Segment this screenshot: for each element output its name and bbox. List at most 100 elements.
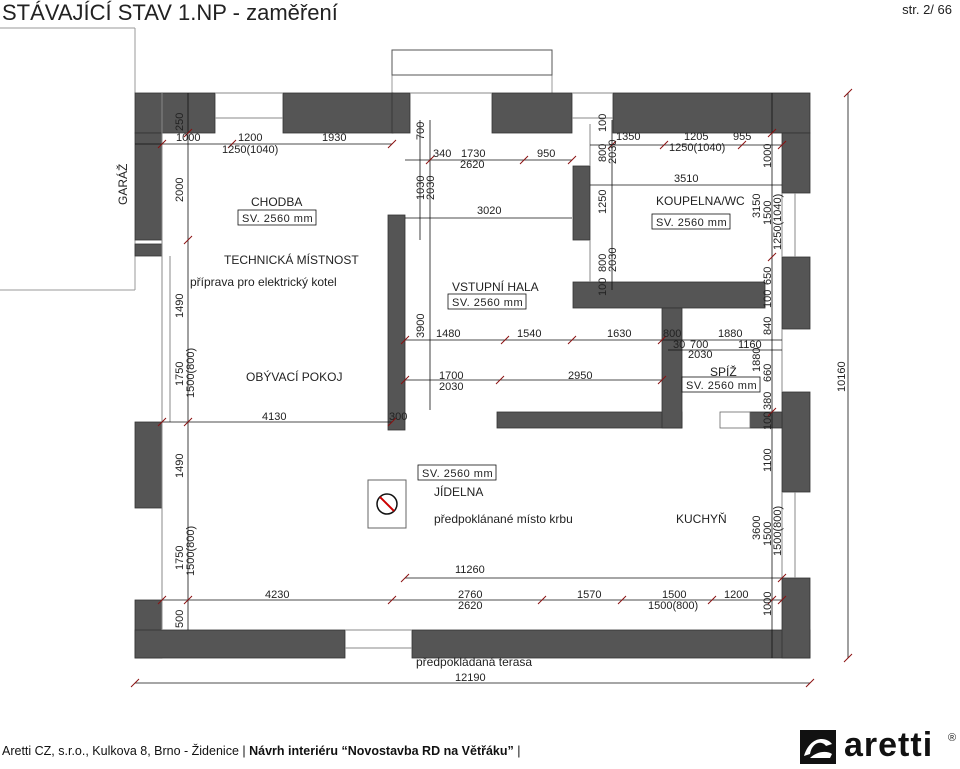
dim-label: 1750 — [174, 546, 186, 570]
dim-label: 2760 — [458, 589, 482, 601]
koupelna-sv: SV. 2560 mm — [656, 217, 727, 229]
vstupni-sv: SV. 2560 mm — [452, 297, 523, 309]
room-koupelna: KOUPELNA/WC — [656, 194, 745, 208]
dim-label: 3900 — [415, 314, 427, 338]
dim-label: 100 — [762, 290, 774, 308]
dim-label: 2030 — [607, 140, 619, 164]
page-title: STÁVAJÍCÍ STAV 1.NP - zaměření — [2, 0, 338, 25]
room-vstupni: VSTUPNÍ HALA — [452, 279, 539, 294]
dim-label: 1500(800) — [185, 526, 197, 576]
footer-company: Aretti CZ, s.r.o., Kulkova 8, Brno - Žid… — [2, 744, 250, 758]
dim-label: 2030 — [688, 349, 712, 361]
dim-label: 1250 — [597, 190, 609, 214]
dim-label: 2000 — [174, 178, 186, 202]
dim-label: 660 — [762, 364, 774, 382]
room-garaz: GARÁŽ — [115, 164, 130, 205]
dim-label: 1630 — [607, 328, 631, 340]
dim-label: 4130 — [262, 411, 286, 423]
dim-label: 1500 — [762, 201, 774, 225]
dim-label: 1500(800) — [648, 600, 698, 612]
dim-label: 100 — [597, 278, 609, 296]
dim-label: 2030 — [607, 248, 619, 272]
dim-label: 3020 — [477, 205, 501, 217]
dim-label: 1490 — [174, 454, 186, 478]
dim-label: 840 — [762, 317, 774, 335]
dim-label: 1350 — [616, 131, 640, 143]
dim-label: 2620 — [460, 159, 484, 171]
footer-end: | — [513, 744, 521, 758]
dim-label: 1000 — [176, 132, 200, 144]
dim-label: 3600 — [751, 516, 763, 540]
footer-project: Návrh interiéru “Novostavba RD na Větřák… — [249, 744, 514, 758]
room-spiz: SPÍŽ — [710, 364, 737, 379]
sv-labels: SV. 2560 mm SV. 2560 mm SV. 2560 mm SV. … — [237, 209, 761, 481]
aretti-logo-icon — [800, 730, 836, 764]
dim-label: 800 — [597, 144, 609, 162]
dim-label: 250 — [174, 113, 186, 131]
dim-label: 700 — [690, 339, 708, 351]
dim-label: 2620 — [458, 600, 482, 612]
fireplace-symbol — [367, 479, 407, 529]
chodba-sv: SV. 2560 mm — [242, 213, 313, 225]
dim-label: 1750 — [174, 362, 186, 386]
dim-label: 1880 — [718, 328, 742, 340]
dim-label: 2030 — [439, 381, 463, 393]
dim-label: 1500(800) — [185, 348, 197, 398]
room-krb: předpoklánané místo krbu — [434, 512, 573, 526]
room-technicka: TECHNICKÁ MÍSTNOST — [224, 252, 359, 267]
dim-label: 1930 — [322, 132, 346, 144]
room-chodba: CHODBA — [251, 195, 302, 209]
dim-label: 700 — [415, 122, 427, 140]
logo-text: aretti — [844, 726, 934, 764]
logo-registered: ® — [948, 732, 957, 744]
page-number: str. 2/ 66 — [902, 2, 952, 17]
dim-label: 11260 — [455, 564, 485, 576]
dim-label: 4230 — [265, 589, 289, 601]
dim-label: 30 — [673, 339, 685, 351]
dim-label: 2950 — [568, 370, 592, 382]
dim-label: 1250(1040) — [772, 194, 784, 250]
dim-label: 300 — [389, 411, 407, 423]
window-lines — [161, 92, 796, 649]
dim-label: 100 — [762, 412, 774, 430]
dim-label: 1000 — [762, 592, 774, 616]
chimney — [391, 49, 553, 76]
dim-label: 1570 — [577, 589, 601, 601]
dimension-ticks — [130, 88, 853, 688]
dim-label: 12190 — [455, 672, 486, 684]
dim-label: 1200 — [238, 132, 262, 144]
walls — [134, 92, 811, 659]
dim-label: 2030 — [425, 176, 437, 200]
dim-label: 1490 — [174, 294, 186, 318]
dim-label: 10160 — [836, 361, 848, 392]
room-kuchyn: KUCHYŇ — [676, 511, 727, 526]
dim-label: 1160 — [738, 339, 762, 351]
dim-label: 955 — [733, 131, 751, 143]
dim-label: 1250(1040) — [222, 144, 278, 156]
dim-label: 1540 — [517, 328, 541, 340]
dim-label: 1880 — [751, 348, 763, 372]
dim-label: 340 — [433, 148, 451, 160]
dim-label: 3150 — [751, 194, 763, 218]
dim-label: 380 — [762, 392, 774, 410]
dim-label: 1500 — [762, 522, 774, 546]
dim-label: 1205 — [684, 131, 708, 143]
dim-label: 1500 — [662, 589, 686, 601]
dim-label: 1100 — [762, 448, 774, 472]
dim-label: 1250(1040) — [669, 142, 725, 154]
room-technicka-note: příprava pro elektrický kotel — [190, 275, 337, 289]
dim-label: 1730 — [461, 148, 485, 160]
spiz-sv: SV. 2560 mm — [686, 380, 757, 392]
footer: Aretti CZ, s.r.o., Kulkova 8, Brno - Žid… — [2, 744, 521, 758]
dim-label: 1000 — [762, 144, 774, 168]
dim-label: 100 — [597, 114, 609, 132]
dim-label: 800 — [597, 254, 609, 272]
dim-label: 650 — [762, 267, 774, 285]
room-obyvaci: OBÝVACÍ POKOJ — [246, 369, 342, 384]
dim-label: 3510 — [674, 173, 698, 185]
dim-label: 1200 — [724, 589, 748, 601]
aretti-logo: aretti ® — [800, 726, 958, 764]
horizontal-dimension-labels: 1000 1200 1250(1040) 1930 340 1730 2620 … — [176, 131, 762, 684]
vertical-dimension-labels: 250 2000 1490 1750 1500(800) 1490 1750 1… — [174, 113, 848, 628]
